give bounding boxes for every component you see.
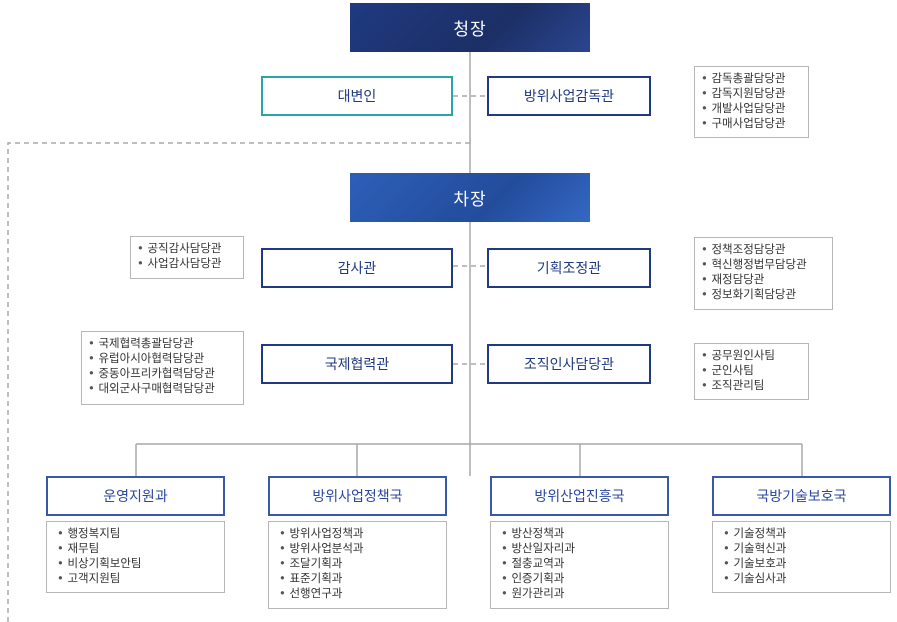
vice-chief-box: 차장 (350, 173, 590, 222)
list-item: 방위사업분석과 (279, 541, 440, 556)
spokesperson-box: 대변인 (261, 76, 453, 116)
list-item: 대외군사구매협력담당관 (88, 381, 237, 396)
list-item: 감독지원담당관 (701, 86, 802, 101)
list-item: 기술혁신과 (723, 541, 884, 556)
list-item: 방산정책과 (501, 526, 662, 541)
dept-box-2: 방위사업정책국 (268, 476, 447, 516)
list-item: 국제협력총괄담당관 (88, 336, 237, 351)
list-item: 기술심사과 (723, 571, 884, 586)
chief-label: 청장 (453, 20, 487, 40)
spokesperson-label: 대변인 (337, 89, 377, 105)
org-box: 조직인사담당관 (487, 344, 651, 384)
list-item: 조달기획과 (279, 556, 440, 571)
list-item: 개발사업담당관 (701, 101, 802, 116)
dept-box-4: 국방기술보호국 (712, 476, 891, 516)
dept-label: 운영지원과 (103, 489, 168, 505)
audit-list: 공직감사담당관 사업감사담당관 (130, 236, 244, 279)
planning-box: 기획조정관 (487, 248, 651, 288)
list-item: 절충교역과 (501, 556, 662, 571)
dept-list-3: 방산정책과 방산일자리과 절충교역과 인증기획과 원가관리과 (490, 521, 669, 609)
intl-box: 국제협력관 (261, 344, 453, 384)
inspector-box: 방위사업감독관 (487, 76, 651, 116)
list-item: 중동아프리카협력담당관 (88, 366, 237, 381)
list-item: 재무팀 (57, 541, 218, 556)
list-item: 군인사팀 (701, 363, 802, 378)
list-item: 공직감사담당관 (137, 241, 237, 256)
list-item: 방산일자리과 (501, 541, 662, 556)
inspector-label: 방위사업감독관 (523, 89, 615, 105)
audit-label: 감사관 (337, 261, 377, 277)
list-item: 혁신행정법무담당관 (701, 257, 826, 272)
list-item: 표준기획과 (279, 571, 440, 586)
list-item: 기술보호과 (723, 556, 884, 571)
list-item: 인증기획과 (501, 571, 662, 586)
list-item: 감독총괄담당관 (701, 71, 802, 86)
dept-box-3: 방위산업진흥국 (490, 476, 669, 516)
org-list: 공무원인사팀 군인사팀 조직관리팀 (694, 343, 809, 400)
list-item: 정보화기획담당관 (701, 287, 826, 302)
list-item: 구매사업담당관 (701, 116, 802, 131)
dept-label: 방위산업진흥국 (534, 489, 625, 505)
dept-label: 방위사업정책국 (312, 489, 403, 505)
list-item: 사업감사담당관 (137, 256, 237, 271)
planning-label: 기획조정관 (536, 261, 602, 277)
list-item: 선행연구과 (279, 586, 440, 601)
dept-list-2: 방위사업정책과 방위사업분석과 조달기획과 표준기획과 선행연구과 (268, 521, 447, 609)
list-item: 정책조정담당관 (701, 242, 826, 257)
audit-box: 감사관 (261, 248, 453, 288)
dept-box-1: 운영지원과 (46, 476, 225, 516)
list-item: 조직관리팀 (701, 378, 802, 393)
vice-chief-label: 차장 (453, 190, 487, 210)
dept-list-1: 행정복지팀 재무팀 비상기획보안팀 고객지원팀 (46, 521, 225, 593)
list-item: 방위사업정책과 (279, 526, 440, 541)
inspector-list: 감독총괄담당관 감독지원담당관 개발사업담당관 구매사업담당관 (694, 66, 809, 138)
org-label: 조직인사담당관 (523, 357, 615, 373)
dept-list-4: 기술정책과 기술혁신과 기술보호과 기술심사과 (712, 521, 891, 593)
list-item: 원가관리과 (501, 586, 662, 601)
list-item: 유럽아시아협력담당관 (88, 351, 237, 366)
list-item: 비상기획보안팀 (57, 556, 218, 571)
chief-box: 청장 (350, 3, 590, 52)
planning-list: 정책조정담당관 혁신행정법무담당관 재정담당관 정보화기획담당관 (694, 237, 833, 310)
intl-label: 국제협력관 (324, 357, 390, 373)
list-item: 행정복지팀 (57, 526, 218, 541)
list-item: 기술정책과 (723, 526, 884, 541)
dept-label: 국방기술보호국 (756, 489, 847, 505)
list-item: 고객지원팀 (57, 571, 218, 586)
list-item: 재정담당관 (701, 272, 826, 287)
list-item: 공무원인사팀 (701, 348, 802, 363)
intl-list: 국제협력총괄담당관 유럽아시아협력담당관 중동아프리카협력담당관 대외군사구매협… (81, 331, 244, 405)
